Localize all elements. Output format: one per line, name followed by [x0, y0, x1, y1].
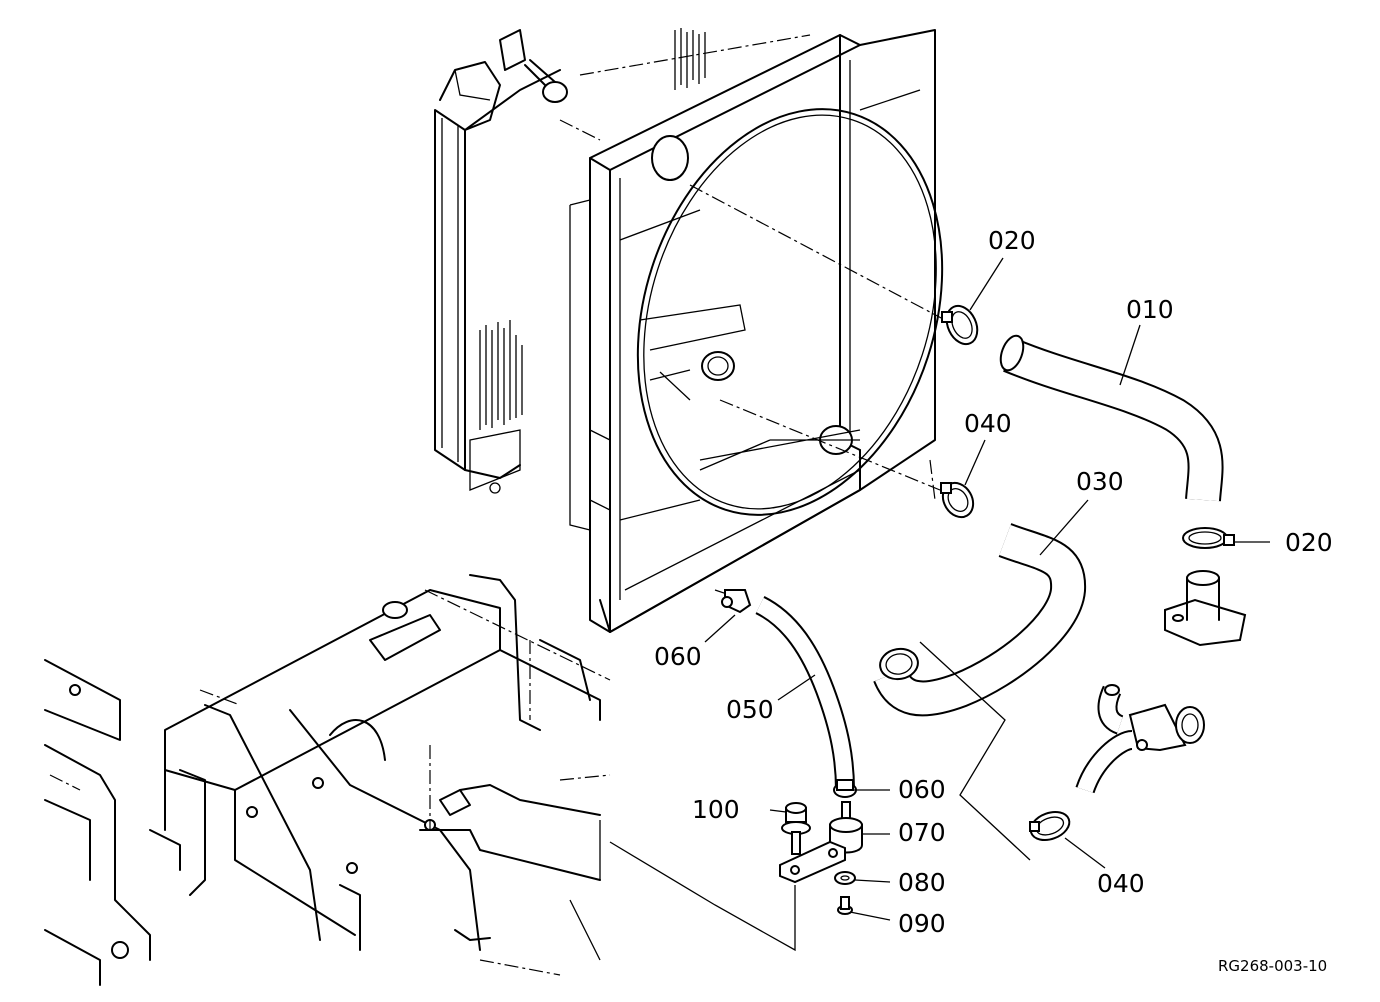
callout-020-upper: 020	[988, 226, 1036, 255]
callout-040-upper: 040	[964, 409, 1012, 438]
callout-080: 080	[898, 868, 946, 897]
radiator-core	[434, 28, 811, 494]
elbow-joint-060a	[721, 589, 752, 614]
lower-radiator-hose	[873, 523, 1087, 717]
hose-clamp-040a	[940, 481, 975, 519]
fan-shroud	[569, 29, 946, 633]
callout-030: 030	[1076, 467, 1124, 496]
hose-clamp-020a	[941, 304, 979, 346]
washer-080	[834, 871, 856, 885]
hose-clamp-020b	[1182, 527, 1235, 549]
upper-radiator-hose	[999, 334, 1224, 502]
screw-090	[837, 896, 853, 915]
hose-clip-060b	[833, 779, 857, 798]
callout-040-lower: 040	[1097, 869, 1145, 898]
leader-lines	[609, 257, 1270, 952]
callout-070: 070	[898, 818, 946, 847]
reference-code: RG268-003-10	[1218, 957, 1327, 975]
bolt-100	[781, 802, 811, 855]
callout-060-lower: 060	[898, 775, 946, 804]
lower-hose-alternate	[1075, 684, 1205, 794]
callout-050: 050	[726, 695, 774, 724]
mounting-bracket	[779, 840, 846, 884]
drain-pipe	[755, 596, 855, 791]
callout-090: 090	[898, 909, 946, 938]
callout-020-lower: 020	[1285, 528, 1333, 557]
callout-060-upper: 060	[654, 642, 702, 671]
callout-100: 100	[692, 795, 740, 824]
hose-clamp-040b	[1029, 810, 1071, 842]
water-outlet-flange	[1164, 570, 1247, 647]
drain-cock-070	[829, 801, 863, 854]
machine-frame	[44, 574, 611, 986]
callout-010: 010	[1126, 295, 1174, 324]
